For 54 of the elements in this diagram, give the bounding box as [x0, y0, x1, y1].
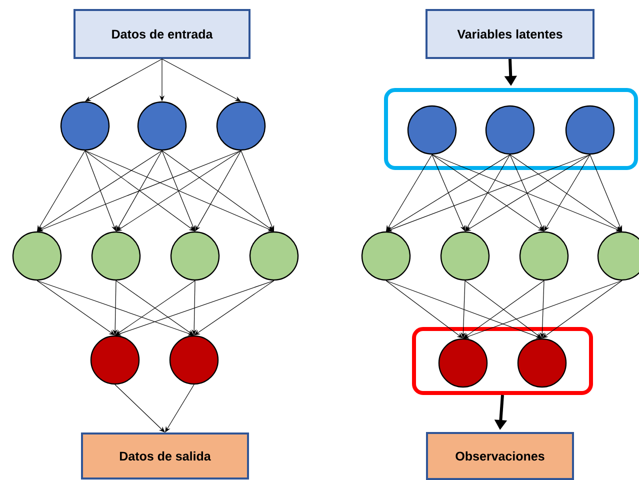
neuron-circle — [137, 101, 187, 151]
arrow — [194, 280, 274, 336]
neuron-circle — [12, 231, 62, 281]
arrow — [84, 150, 195, 232]
neuron-circle — [519, 231, 569, 281]
neuron-circle — [60, 101, 110, 151]
neuron-circle — [170, 231, 220, 281]
arrow — [386, 154, 432, 232]
arrow — [165, 384, 194, 432]
neuron-circle — [407, 105, 457, 155]
layer-frame — [412, 327, 593, 395]
neuron-circle — [565, 105, 615, 155]
neuron-circle — [485, 105, 535, 155]
arrow — [116, 150, 242, 232]
arrow — [84, 150, 274, 232]
arrow — [195, 150, 242, 232]
neuron-circle — [216, 101, 266, 151]
neuron-circle — [169, 335, 219, 385]
arrow — [465, 154, 510, 232]
label-box: Datos de entrada — [74, 9, 250, 59]
arrow — [85, 58, 162, 102]
label-box: Variables latentes — [426, 9, 594, 59]
arrow — [544, 154, 590, 232]
arrow — [432, 154, 544, 232]
arrow — [115, 280, 274, 336]
layer-frame — [384, 88, 638, 170]
neuron-circle — [90, 335, 140, 385]
arrow — [465, 154, 590, 232]
neuron-circle — [361, 231, 411, 281]
arrow — [116, 150, 162, 232]
neuron-circle — [597, 231, 639, 281]
neuron-circle — [438, 338, 488, 388]
neuron-circle — [517, 338, 567, 388]
neuron-circle — [91, 231, 141, 281]
arrow — [36, 280, 115, 336]
arrow — [37, 150, 242, 232]
neuron-circle — [440, 231, 490, 281]
arrow — [463, 280, 622, 339]
arrow — [162, 58, 241, 102]
label-box: Datos de salida — [81, 432, 249, 480]
arrow — [386, 280, 463, 338]
neuron-circle — [249, 231, 299, 281]
arrow — [386, 280, 542, 339]
arrow — [36, 280, 194, 336]
arrow — [386, 154, 590, 232]
arrow — [162, 150, 274, 232]
arrow — [37, 150, 162, 232]
arrow — [37, 150, 86, 232]
arrow — [542, 280, 622, 338]
arrow — [432, 154, 622, 232]
label-box: Observaciones — [426, 432, 574, 480]
arrow — [386, 154, 510, 232]
arrow — [114, 384, 165, 432]
arrow — [510, 154, 622, 232]
